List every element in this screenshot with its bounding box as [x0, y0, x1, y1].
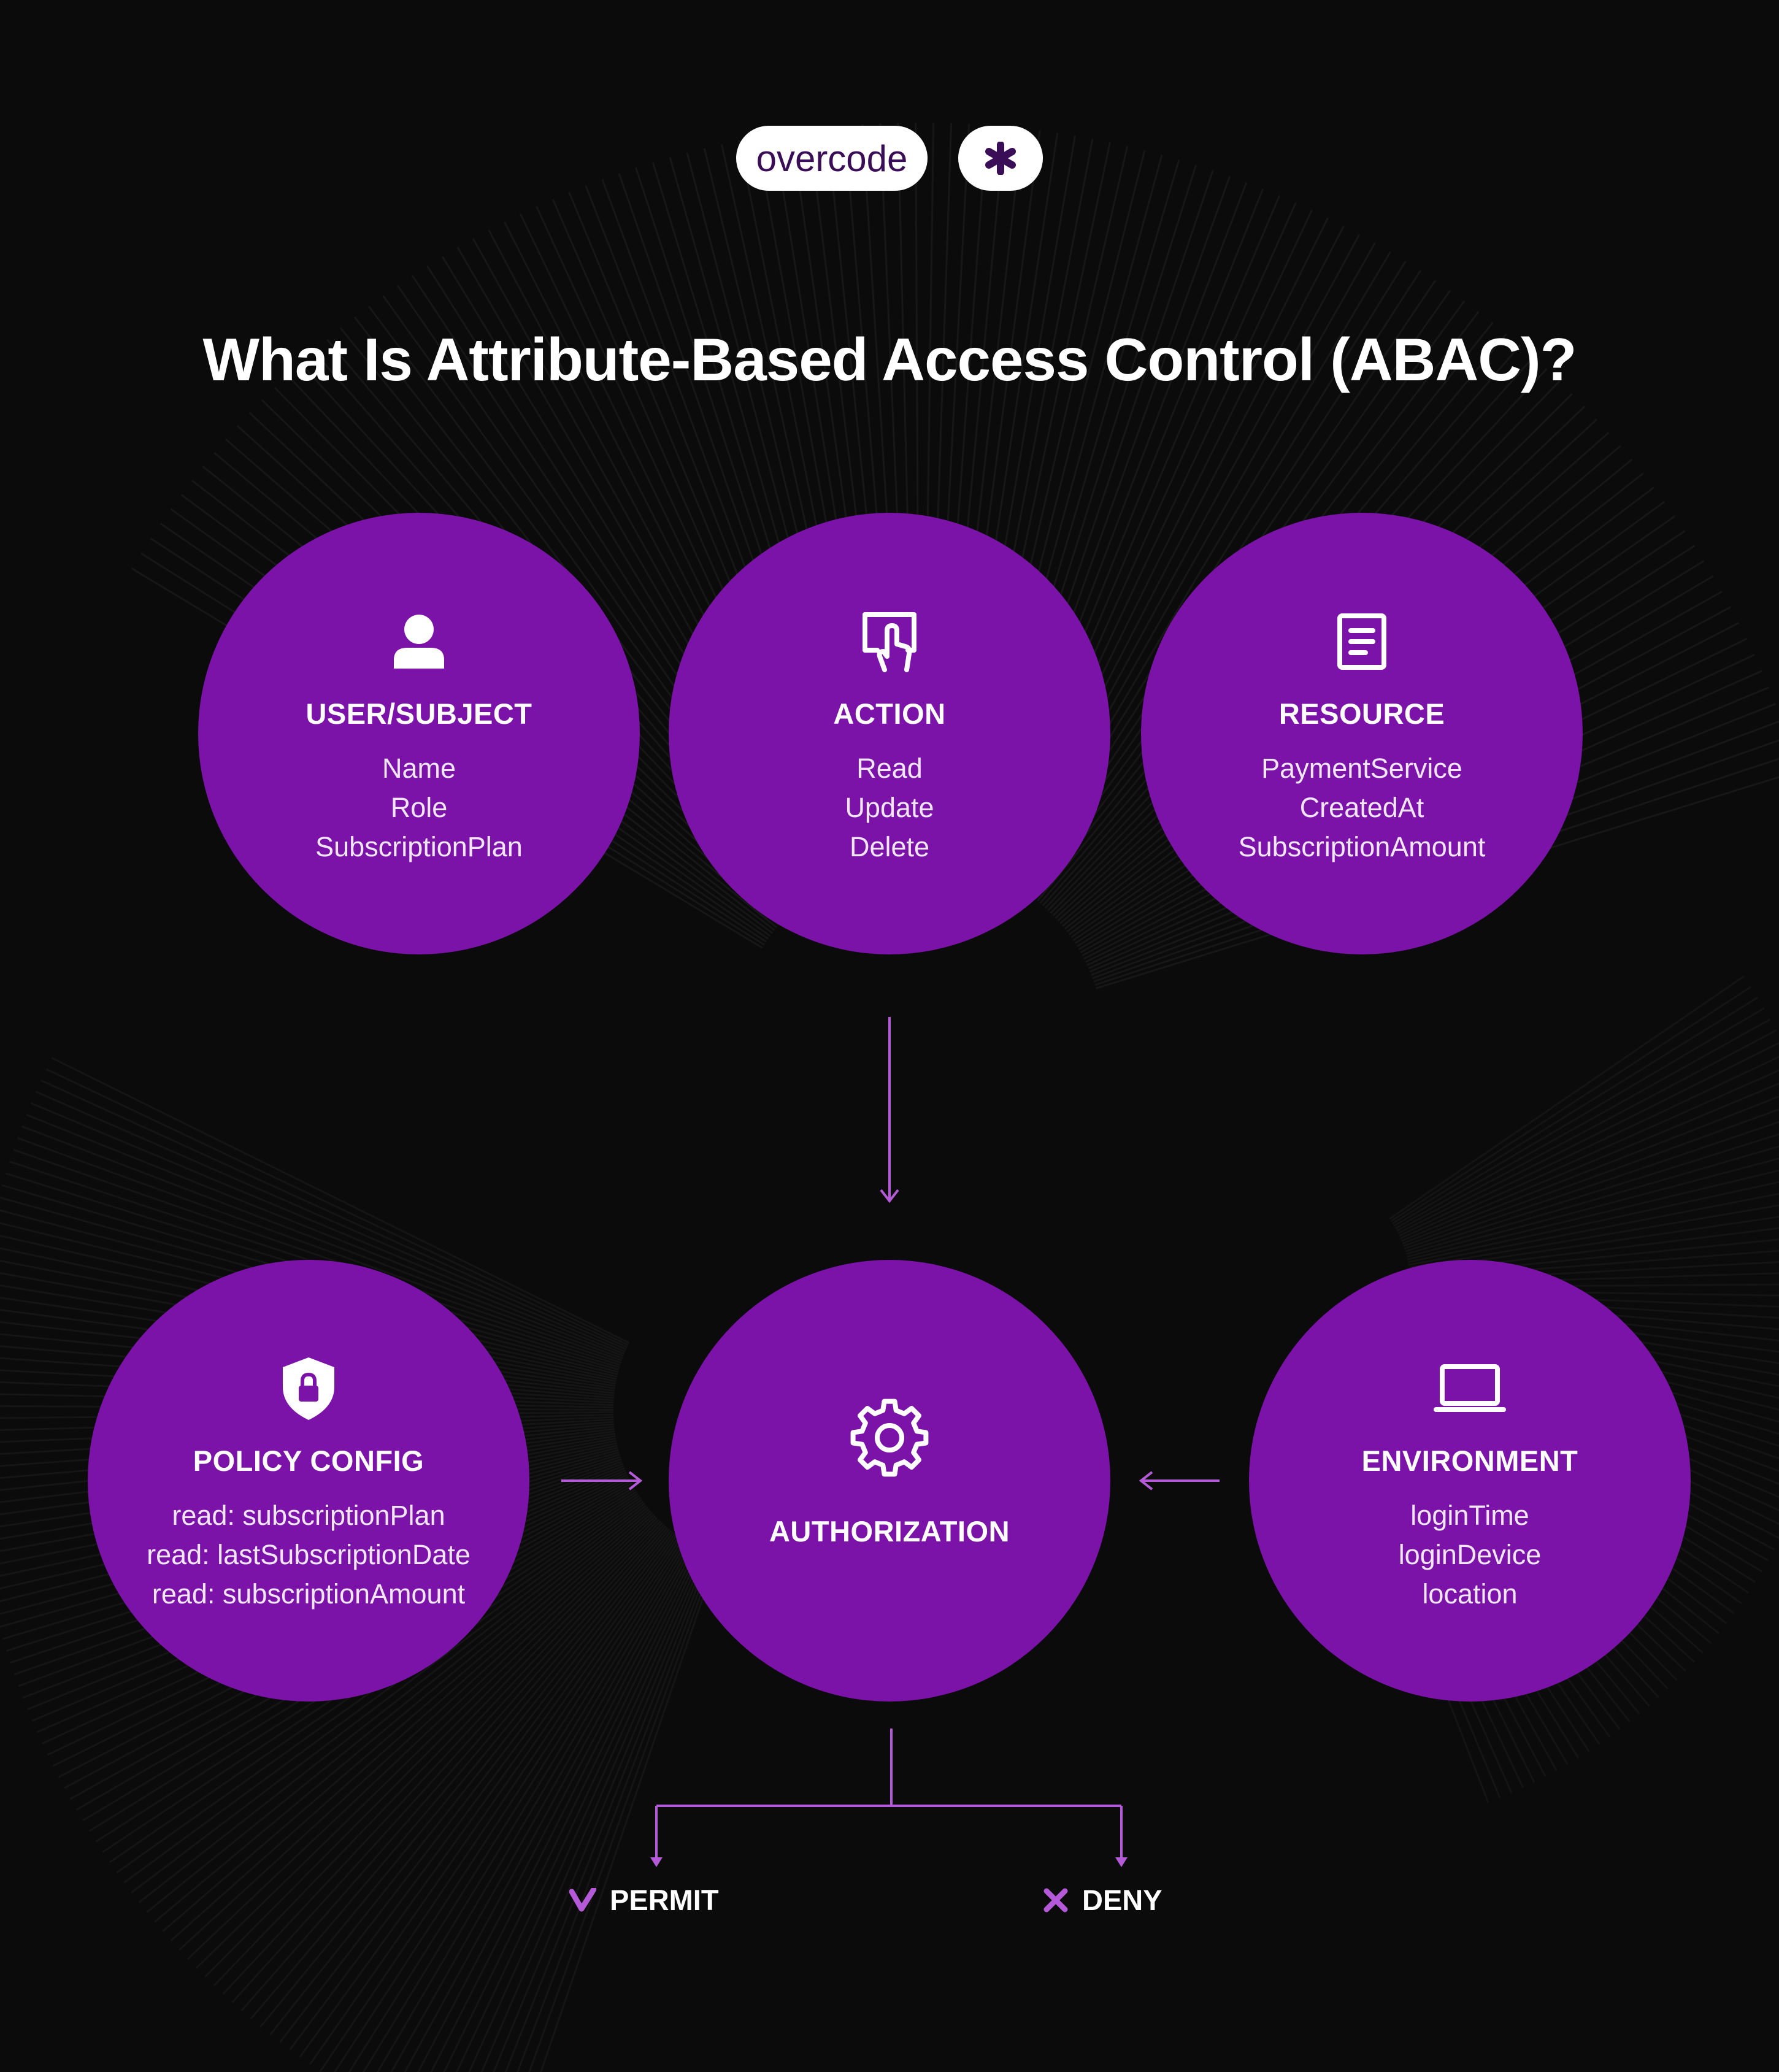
node-authorization: AUTHORIZATION [669, 1260, 1110, 1702]
x-icon [1043, 1888, 1068, 1912]
node-title: RESOURCE [1278, 697, 1445, 730]
node-user-subject: USER/SUBJECT Name Role SubscriptionPlan [198, 513, 640, 954]
attribute-item: Role [390, 792, 448, 823]
node-title: ENVIRONMENT [1361, 1445, 1578, 1477]
attribute-item: loginTime [1410, 1500, 1529, 1531]
outcome-label: PERMIT [610, 1884, 719, 1916]
attribute-item: SubscriptionPlan [315, 831, 523, 862]
attribute-item: Name [382, 753, 456, 784]
node-title: ACTION [833, 697, 946, 730]
attribute-item: Update [845, 792, 934, 823]
attribute-list: PaymentService CreatedAt SubscriptionAmo… [1239, 749, 1486, 867]
attribute-item: read: subscriptionPlan [172, 1500, 445, 1531]
attribute-item: PaymentService [1261, 753, 1462, 784]
outcome-permit: PERMIT [569, 1883, 719, 1917]
node-title: POLICY CONFIG [193, 1445, 425, 1477]
brand-name: overcode [736, 126, 928, 191]
touch-screen-icon [859, 611, 920, 672]
attribute-item: CreatedAt [1299, 792, 1424, 823]
node-environment: ENVIRONMENT loginTime loginDevice locati… [1249, 1260, 1691, 1702]
asterisk-icon [958, 126, 1043, 191]
attribute-list: loginTime loginDevice location [1399, 1496, 1542, 1614]
attribute-item: Delete [849, 831, 930, 862]
check-icon [569, 1887, 596, 1911]
attribute-list: Read Update Delete [845, 749, 934, 867]
attribute-item: Read [856, 753, 923, 784]
attribute-item: read: subscriptionAmount [152, 1578, 466, 1610]
shield-lock-icon [280, 1357, 337, 1420]
attribute-item: read: lastSubscriptionDate [147, 1539, 471, 1570]
page-title: What Is Attribute-Based Access Control (… [202, 326, 1577, 393]
laptop-icon [1434, 1358, 1506, 1419]
node-resource: RESOURCE PaymentService CreatedAt Subscr… [1141, 513, 1583, 954]
attribute-item: location [1422, 1578, 1518, 1610]
node-action: ACTION Read Update Delete [669, 513, 1110, 954]
outcome-deny: DENY [1043, 1883, 1162, 1917]
outcome-label: DENY [1082, 1884, 1162, 1916]
node-title: AUTHORIZATION [769, 1515, 1010, 1548]
gear-icon [848, 1395, 931, 1481]
user-icon [391, 611, 447, 672]
attribute-list: read: subscriptionPlan read: lastSubscri… [147, 1496, 471, 1614]
node-title: USER/SUBJECT [305, 697, 532, 730]
document-icon [1336, 611, 1388, 672]
attribute-list: Name Role SubscriptionPlan [315, 749, 523, 867]
attribute-item: SubscriptionAmount [1238, 831, 1486, 862]
node-policy-config: POLICY CONFIG read: subscriptionPlan rea… [88, 1260, 529, 1702]
attribute-item: loginDevice [1398, 1539, 1542, 1570]
